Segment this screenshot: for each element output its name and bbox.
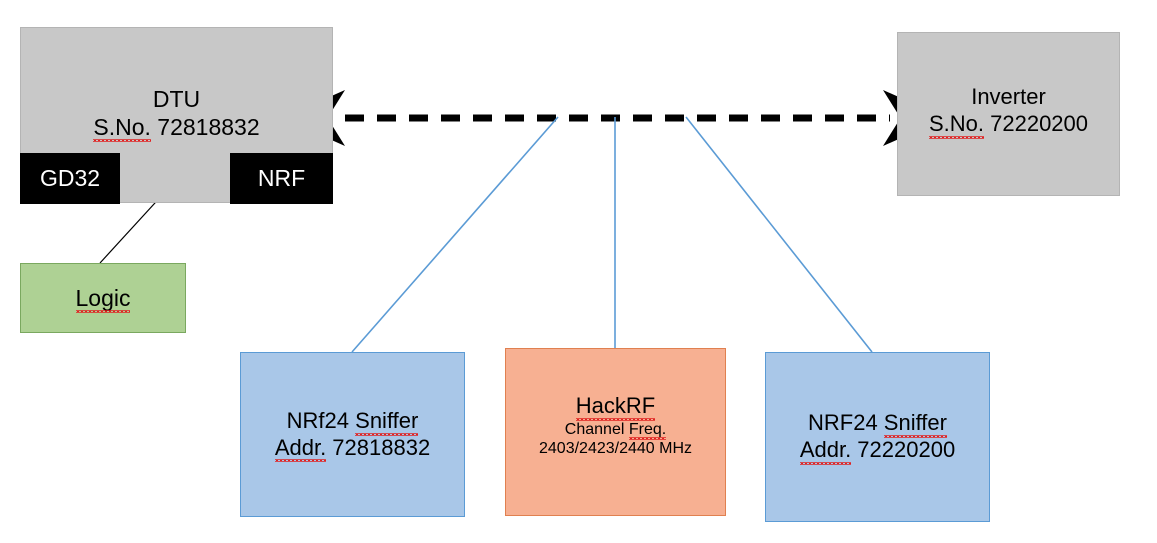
node-nrf24-sniffer-left[interactable]: NRf24 Sniffer Addr. 72818832 xyxy=(240,352,465,517)
sniffer-left-addr: Addr. 72818832 xyxy=(274,434,431,463)
sniffer-left-addr-b: 72818832 xyxy=(326,434,431,460)
sniffer-right-tap xyxy=(685,116,873,353)
sniffer-left-title-b: Sniffer xyxy=(355,407,419,436)
sniffer-left-addr-a: Addr. xyxy=(274,434,327,463)
sniffer-right-addr: Addr. 72220200 xyxy=(799,437,956,465)
sniffer-right-addr-b: 72220200 xyxy=(851,437,956,462)
sniffer-right-title-b: Sniffer xyxy=(883,410,948,438)
hackrf-title-text: HackRF xyxy=(575,393,656,421)
sniffer-right-addr-a: Addr. xyxy=(799,437,852,465)
hackrf-subtitle: Channel Freq. xyxy=(564,420,667,440)
gd32-label: GD32 xyxy=(39,165,101,191)
sniffer-left-tap xyxy=(351,116,559,353)
sniffer-left-title-a: NRf24 xyxy=(286,407,356,433)
sniffer-right-title: NRF24 Sniffer xyxy=(808,410,948,438)
inverter-serial: S.No. 72220200 xyxy=(928,110,1089,139)
sniffer-right-title-a: NRF24 xyxy=(808,410,884,436)
sniffer-left-title: NRf24 Sniffer xyxy=(286,407,419,436)
inverter-serial-prefix: S.No. xyxy=(928,110,985,139)
logic-label: Logic xyxy=(75,284,131,314)
hackrf-subtitle-a: Channel xyxy=(564,420,629,438)
node-logic[interactable]: Logic xyxy=(20,263,186,333)
dtu-serial: S.No. 72818832 xyxy=(93,113,260,143)
node-hackrf[interactable]: HackRF Channel Freq. 2403/2423/2440 MHz xyxy=(505,348,726,516)
hackrf-subtitle-b: Freq. xyxy=(628,420,667,440)
dtu-serial-value: 72818832 xyxy=(150,114,260,141)
inverter-serial-value: 72220200 xyxy=(984,110,1089,136)
dtu-title: DTU xyxy=(152,86,201,112)
nrf-label: NRF xyxy=(257,165,306,191)
hackrf-frequencies: 2403/2423/2440 MHz xyxy=(539,440,692,458)
dtu-serial-prefix: S.No. xyxy=(93,114,151,143)
node-gd32[interactable]: GD32 xyxy=(20,153,120,204)
inverter-title: Inverter xyxy=(971,84,1046,109)
hackrf-title: HackRF xyxy=(575,393,656,421)
node-nrf[interactable]: NRF xyxy=(230,153,333,204)
node-inverter[interactable]: Inverter S.No. 72220200 xyxy=(897,32,1120,196)
node-nrf24-sniffer-right[interactable]: NRF24 Sniffer Addr. 72220200 xyxy=(765,352,990,522)
